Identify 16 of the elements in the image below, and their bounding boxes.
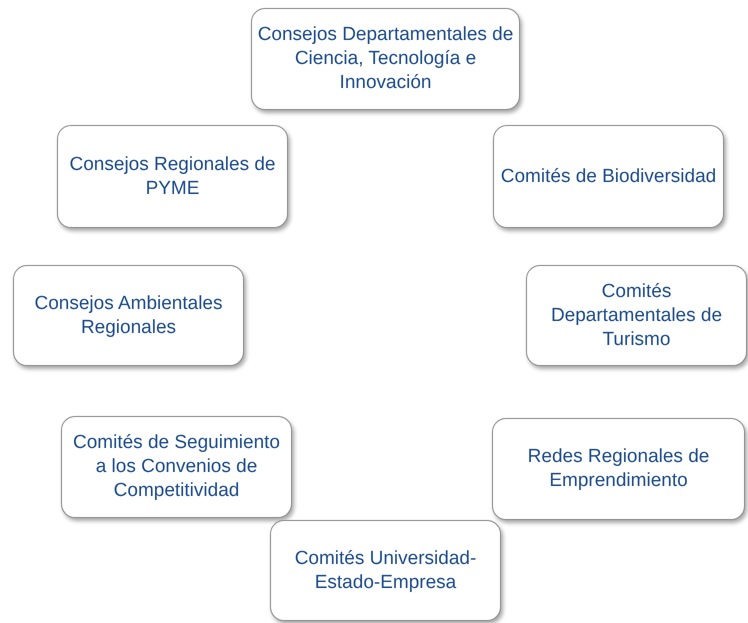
box-label: Comités de Biodiversidad <box>500 164 716 188</box>
box-label: Consejos Ambientales Regionales <box>34 292 224 340</box>
rounded-box <box>61 416 292 518</box>
rounded-box <box>526 265 747 366</box>
rounded-box <box>270 520 501 621</box>
box-label: Consejos Regionales de PYME <box>68 152 276 200</box>
rounded-box <box>492 418 745 520</box>
box-label: Comités Universidad-Estado-Empresa <box>294 546 478 594</box>
box-label: Redes Regionales de Emprendimiento <box>526 445 710 493</box>
rounded-box <box>251 8 520 110</box>
rounded-box <box>493 125 724 228</box>
box-label: Consejos Departamentales de Ciencia, Tecnología e Innovación <box>256 23 514 95</box>
box-label: Comités Departamentales de Turismo <box>550 280 724 352</box>
rounded-box <box>57 125 288 228</box>
box-label: Comités de Seguimiento a los Convenios de Competitividad <box>72 431 281 503</box>
rounded-box <box>13 265 244 366</box>
